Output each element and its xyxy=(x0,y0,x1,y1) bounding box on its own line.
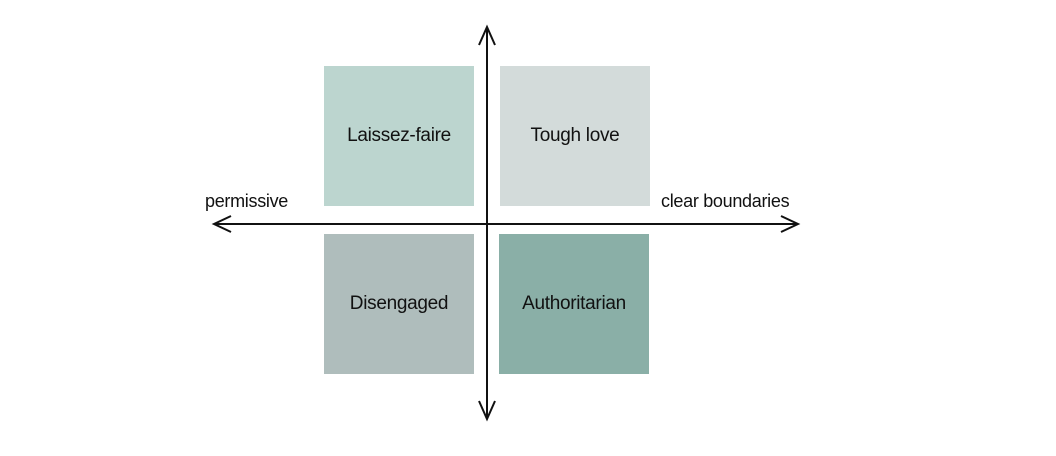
quadrant-label-tough-love: Tough love xyxy=(530,125,620,146)
left-arrowhead-icon xyxy=(211,215,232,233)
quadrant-disengaged: Disengaged xyxy=(324,234,474,374)
quadrant-laissez-faire: Laissez-faire xyxy=(324,66,474,206)
quadrant-authoritarian: Authoritarian xyxy=(499,234,649,374)
up-arrowhead-icon xyxy=(478,24,496,46)
quadrant-label-disengaged: Disengaged xyxy=(349,293,449,314)
right-arrowhead-icon xyxy=(780,215,801,233)
axis-label-permissive: permissive xyxy=(205,191,289,211)
down-arrowhead-icon xyxy=(478,400,496,422)
quadrant-tough-love: Tough love xyxy=(500,66,650,206)
quadrant-label-laissez-faire: Laissez-faire xyxy=(347,125,451,146)
quadrant-label-authoritarian: Authoritarian xyxy=(522,293,626,314)
axis-label-clear-boundaries: clear boundaries xyxy=(661,191,790,211)
